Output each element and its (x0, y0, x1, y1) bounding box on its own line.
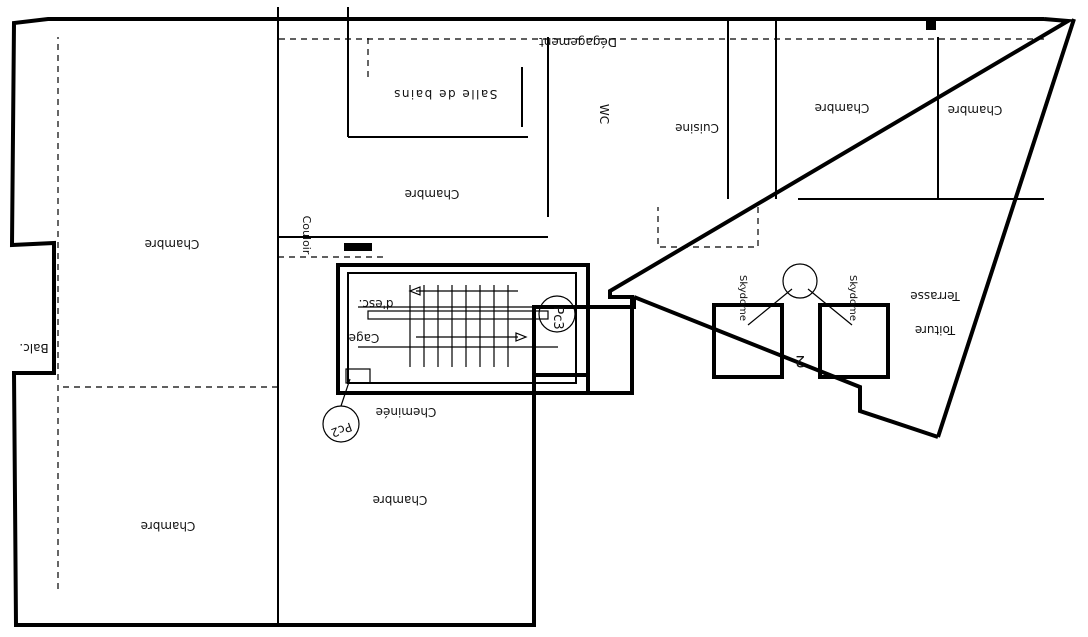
stair-cage-inner (347, 272, 577, 384)
label-chambre-top-right-2: Chambre (948, 103, 1003, 117)
label-cage: Cage (349, 331, 380, 345)
label-wc: WC (597, 104, 611, 124)
skydome-1-box (818, 303, 890, 379)
label-chambre-left: Chambre (145, 237, 200, 251)
skydome-2-box (712, 303, 784, 379)
label-callout-2: 2 (795, 352, 805, 371)
label-salle-de-bains: Salle de bains (393, 87, 498, 101)
label-skydome-1: Skydome (737, 275, 748, 321)
dashed-lines (57, 37, 1044, 589)
callout-2-circle (782, 263, 818, 299)
label-chambre-bottom-left: Chambre (141, 519, 196, 533)
chimney-box (345, 368, 371, 384)
label-cuisine: Cuisine (675, 121, 719, 135)
outer-wall (9, 17, 1075, 627)
label-pc3: Pc3 (550, 306, 565, 329)
label-toiture: Toiture (915, 323, 956, 337)
label-chambre-top-right-1: Chambre (815, 101, 870, 115)
mark-2 (344, 243, 372, 251)
stair-treads (358, 285, 558, 367)
roof-edge-left (936, 18, 1076, 438)
interior-partitions (277, 7, 1044, 625)
label-couloir: Couloir (300, 216, 313, 255)
label-cheminee: Cheminée (376, 405, 437, 419)
label-balc: Balc. (19, 341, 48, 355)
label-chambre-center: Chambre (405, 187, 460, 201)
label-degagement: Dégagement (539, 35, 617, 49)
terrace-parapet (532, 297, 636, 375)
label-pc2: Pc2 (329, 420, 354, 440)
labels: Dégagement Salle de bains WC Cuisine Cha… (19, 35, 1002, 533)
label-skydome-2: Skydome (847, 275, 858, 321)
label-chambre-bottom-center: Chambre (373, 493, 428, 507)
stair-cage-outline (336, 263, 590, 395)
mark-1 (926, 20, 936, 30)
label-d-esc: d'esc. (359, 297, 394, 311)
pc3-circle (538, 295, 576, 333)
plan-rotated-group (9, 7, 1076, 627)
terrace-edge (633, 295, 939, 439)
label-terrasse: Terrasse (910, 289, 961, 303)
